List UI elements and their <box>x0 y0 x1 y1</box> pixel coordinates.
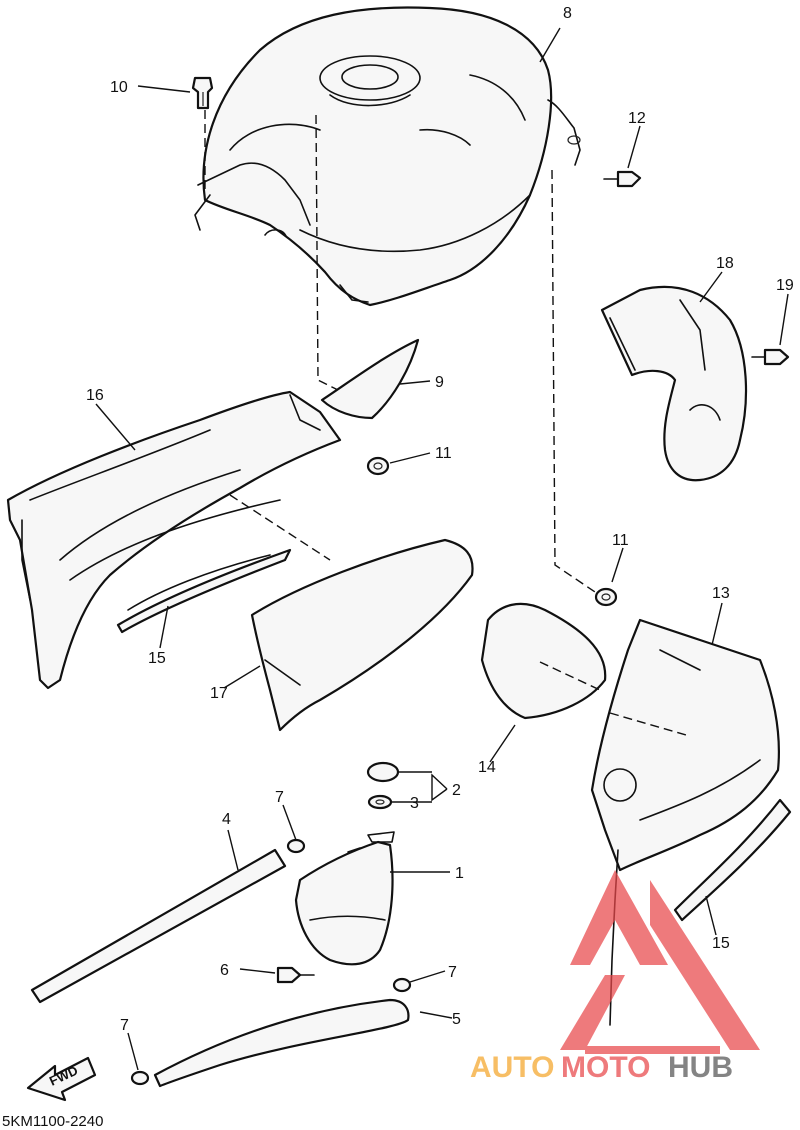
hose-clamp-upper <box>286 838 306 854</box>
callout-label: 11 <box>435 445 452 462</box>
right-decal <box>480 602 607 720</box>
grommet-upper <box>366 456 390 476</box>
tank-rear-bolt <box>603 170 642 188</box>
callout-label: 10 <box>110 79 128 96</box>
callout-label: 13 <box>712 585 730 602</box>
fuel-tank <box>194 6 581 307</box>
reservoir-tank <box>294 831 395 966</box>
air-duct <box>600 285 748 482</box>
callout-label: 7 <box>275 789 284 806</box>
callout-label: 16 <box>86 387 104 404</box>
watermark-logo: AUTO MOTO HUB <box>470 870 760 1084</box>
callout-label: 7 <box>448 964 457 981</box>
reservoir-seal <box>367 794 393 810</box>
watermark-text-hub: HUB <box>668 1051 733 1084</box>
breather-hose <box>30 848 287 1004</box>
left-decal <box>250 538 474 732</box>
tank-bolt <box>191 76 214 110</box>
assembly-lines <box>204 110 687 736</box>
callout-label: 4 <box>222 811 231 828</box>
callout-label: 19 <box>776 277 794 294</box>
callout-label: 3 <box>410 795 419 812</box>
right-side-cover <box>590 618 780 1026</box>
callout-label: 18 <box>716 255 734 272</box>
callout-label: 14 <box>478 759 496 776</box>
watermark-text-moto: MOTO <box>561 1051 650 1084</box>
air-duct-bolt <box>751 348 790 366</box>
tank-side-cover <box>320 338 420 420</box>
left-stripe <box>116 548 292 634</box>
forward-direction-arrow: FWD <box>26 1056 97 1102</box>
callout-label: 7 <box>120 1017 129 1034</box>
callout-label: 9 <box>435 374 444 391</box>
callout-label: 15 <box>148 650 166 667</box>
callout-label: 17 <box>210 685 228 702</box>
grommet-lower <box>594 587 618 607</box>
callout-label: 1 <box>455 865 464 882</box>
hose-clamp-lower <box>130 1070 150 1086</box>
leader-lines <box>95 27 789 1071</box>
callout-label: 2 <box>452 782 461 799</box>
reservoir-bolt <box>276 966 315 984</box>
callout-label: 12 <box>628 110 646 127</box>
callout-label: 8 <box>563 5 572 22</box>
callout-label: 11 <box>612 532 629 549</box>
right-stripe <box>673 798 792 922</box>
callout-label: 6 <box>220 962 229 979</box>
reservoir-cap <box>366 761 400 783</box>
drawing-code: 5KM1100-2240 <box>2 1113 103 1130</box>
left-side-cover <box>6 390 342 690</box>
callout-label: 5 <box>452 1011 461 1028</box>
callout-label: 15 <box>712 935 730 952</box>
watermark-text-auto: AUTO <box>470 1051 554 1084</box>
hose-clamp-right <box>392 977 412 993</box>
drain-hose <box>153 998 410 1088</box>
